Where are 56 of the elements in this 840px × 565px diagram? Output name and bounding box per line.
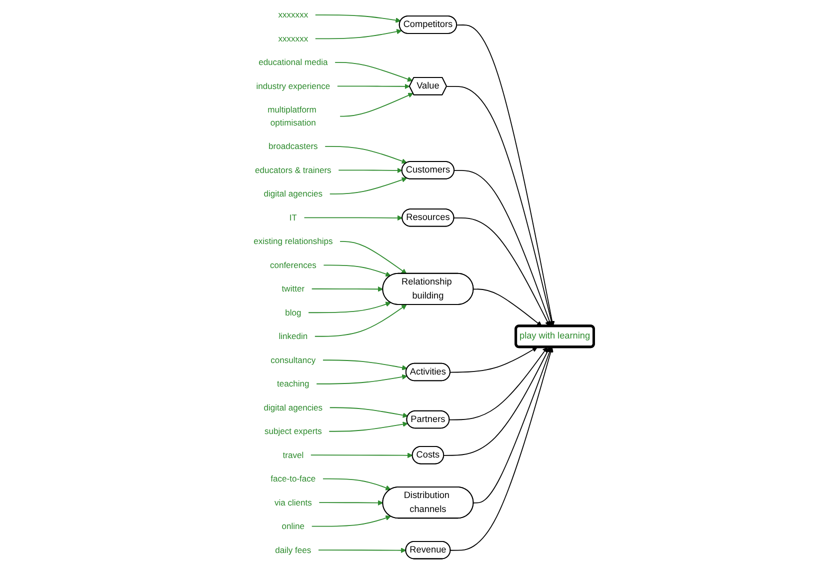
node-text: broadcasters [268,141,318,151]
arrow [340,240,407,274]
node-text: twitter [282,284,305,294]
arrow [322,478,391,490]
node-text: travel [282,450,304,460]
node-text: subject experts [264,426,322,436]
node-text: online [282,521,305,531]
arrow [443,346,550,456]
node-text: digital agencies [264,188,323,198]
node-text: digital agencies [264,402,323,412]
arrow [473,346,552,504]
arrow [450,346,538,373]
arrow [324,146,408,164]
arrow [454,170,552,326]
arrow [340,92,414,117]
arrow [328,422,408,432]
arrow [318,500,384,506]
arrow [336,84,410,90]
node-text: via clients [274,497,312,508]
node-text: daily fees [275,544,312,555]
arrow [338,168,402,174]
arrow [454,217,550,326]
node-text: educators & trainers [255,164,332,175]
arrow [446,86,554,326]
arrow [473,288,542,326]
arrow [311,515,391,527]
arrow [314,14,401,23]
node-text: industry experience [256,80,330,91]
arrow [334,62,413,82]
arrow [314,28,402,40]
arrow [310,452,413,458]
arrow [304,215,403,221]
node-text: conferences [270,260,316,270]
arrow [329,177,408,194]
arrow [449,346,548,420]
node-text: xxxxxxx [278,10,308,20]
node-text: blog [285,307,302,318]
node-text: teaching [277,378,310,388]
arrow [308,302,391,314]
arrow [311,286,384,292]
node-text: IT [289,212,297,222]
node-text: xxxxxxx [278,33,308,44]
node-text: educational media [258,57,328,67]
node-text: face-to-face [270,474,316,484]
node-text: consultancy [270,354,316,365]
arrow [450,346,554,551]
arrow [318,548,406,554]
arrow [329,407,408,418]
arrow [314,304,407,337]
node-text: multiplatform optimisation [268,104,316,128]
arrow [456,24,555,326]
arrow [323,264,391,277]
node-text: linkedin [278,331,308,341]
arrow [316,374,408,384]
arrow [322,360,408,370]
node-text: existing relationships [254,236,333,246]
